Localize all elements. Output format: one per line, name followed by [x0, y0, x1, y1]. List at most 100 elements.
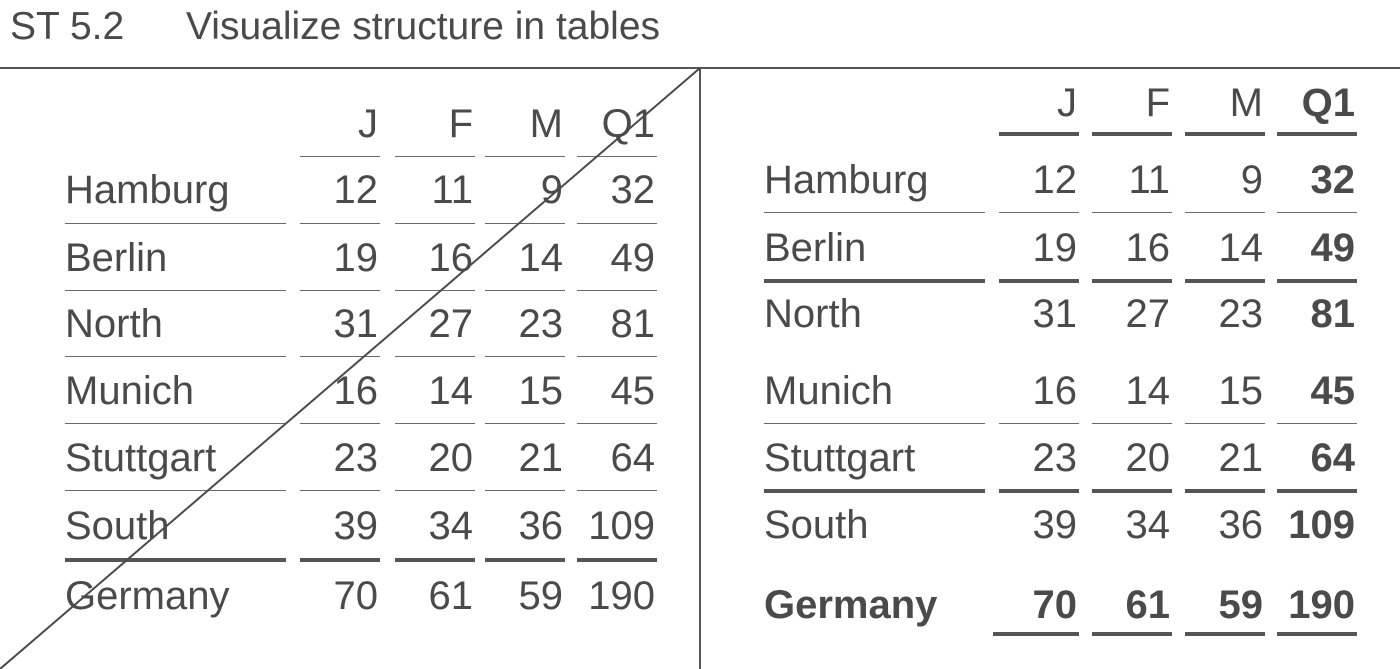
table-cell: 15 — [1218, 369, 1264, 413]
table-cell: 9 — [1240, 158, 1263, 202]
table-cell: 109 — [588, 504, 655, 548]
table-cell: 23 — [518, 302, 564, 346]
row-label: Stuttgart — [764, 436, 916, 480]
cell-rule — [577, 558, 657, 562]
table-cell: 16 — [1125, 226, 1171, 270]
cell-rule — [395, 423, 475, 424]
table-cell: 15 — [518, 369, 564, 413]
total-cell: 64 — [1310, 436, 1356, 480]
table-cell: 16 — [333, 369, 379, 413]
section-code: ST 5.2 — [10, 5, 125, 48]
table-cell: 34 — [1125, 503, 1171, 547]
cell-rule — [577, 290, 657, 291]
panel-divider — [699, 68, 701, 669]
table-cell: 34 — [428, 504, 474, 548]
total-cell: 70 — [1032, 583, 1078, 627]
cell-rule — [999, 212, 1079, 213]
column-header: F — [448, 102, 473, 146]
total-cell: 59 — [1218, 583, 1264, 627]
cell-rule — [485, 223, 565, 224]
cell-rule — [1185, 212, 1265, 213]
cell-rule — [1185, 279, 1265, 283]
header-rule — [1092, 132, 1172, 136]
cell-rule — [999, 279, 1079, 283]
row-label: Berlin — [764, 226, 867, 270]
cell-rule — [395, 223, 475, 224]
column-header: M — [1229, 81, 1263, 125]
cell-rule — [1185, 489, 1265, 493]
cell-rule — [300, 356, 380, 357]
table-cell: 31 — [333, 302, 379, 346]
row-label: Munich — [65, 369, 194, 413]
row-label: North — [764, 292, 862, 336]
row-rule — [65, 490, 286, 491]
cell-rule — [577, 490, 657, 491]
cell-rule — [1092, 423, 1172, 424]
row-label: South — [65, 504, 170, 548]
cell-rule — [300, 558, 380, 562]
table-cell: 19 — [1032, 226, 1078, 270]
column-header: F — [1145, 81, 1170, 125]
row-label: Hamburg — [65, 168, 230, 212]
header-rule — [999, 132, 1079, 136]
row-rule — [65, 290, 286, 291]
table-cell: 190 — [588, 574, 655, 618]
table-cell: 39 — [333, 504, 379, 548]
total-cell: 109 — [1288, 503, 1355, 547]
table-cell: 16 — [428, 236, 474, 280]
cell-rule — [300, 423, 380, 424]
table-cell: 12 — [333, 168, 379, 212]
table-cell: 81 — [610, 302, 656, 346]
total-cell: 49 — [1310, 226, 1356, 270]
cell-rule — [1092, 212, 1172, 213]
row-label: Stuttgart — [65, 436, 217, 480]
table-cell: 11 — [431, 168, 473, 212]
row-label: Hamburg — [764, 158, 929, 202]
cell-rule — [395, 290, 475, 291]
total-cell: 190 — [1288, 583, 1355, 627]
table-cell: 39 — [1032, 503, 1078, 547]
cell-rule — [577, 423, 657, 424]
column-header: J — [1057, 81, 1077, 125]
table-cell: 27 — [1125, 292, 1171, 336]
table-cell: 49 — [610, 236, 656, 280]
total-rule — [1185, 632, 1265, 636]
table-cell: 20 — [428, 436, 474, 480]
total-cell: 61 — [1125, 583, 1171, 627]
row-label: Munich — [764, 369, 893, 413]
table-cell: 61 — [428, 574, 474, 618]
row-rule — [65, 558, 286, 562]
group-rule — [764, 489, 985, 493]
row-rule — [65, 223, 286, 224]
table-cell: 16 — [1032, 369, 1078, 413]
total-cell: 45 — [1310, 369, 1356, 413]
column-header: M — [529, 102, 563, 146]
cell-rule — [395, 356, 475, 357]
table-cell: 23 — [333, 436, 379, 480]
table-cell: 19 — [333, 236, 379, 280]
row-rule — [65, 423, 286, 424]
cell-rule — [485, 356, 565, 357]
cell-rule — [485, 290, 565, 291]
row-label: North — [65, 302, 163, 346]
total-label: Germany — [764, 583, 938, 627]
cell-rule — [577, 223, 657, 224]
total-rule — [1092, 632, 1172, 636]
cell-rule — [300, 223, 380, 224]
cell-rule — [485, 490, 565, 491]
cell-rule — [395, 558, 475, 562]
row-rule — [764, 212, 985, 213]
section-title: Visualize structure in tables — [186, 5, 661, 48]
cell-rule — [485, 558, 565, 562]
table-cell: 14 — [1218, 226, 1264, 270]
table-cell: 45 — [610, 369, 656, 413]
cell-rule — [999, 423, 1079, 424]
column-header: J — [358, 102, 378, 146]
cell-rule — [1277, 489, 1357, 493]
cell-rule — [1092, 489, 1172, 493]
cell-rule — [1092, 279, 1172, 283]
cell-rule — [577, 356, 657, 357]
cell-rule — [485, 423, 565, 424]
header-rule — [1277, 132, 1357, 136]
row-label: Germany — [65, 574, 230, 618]
